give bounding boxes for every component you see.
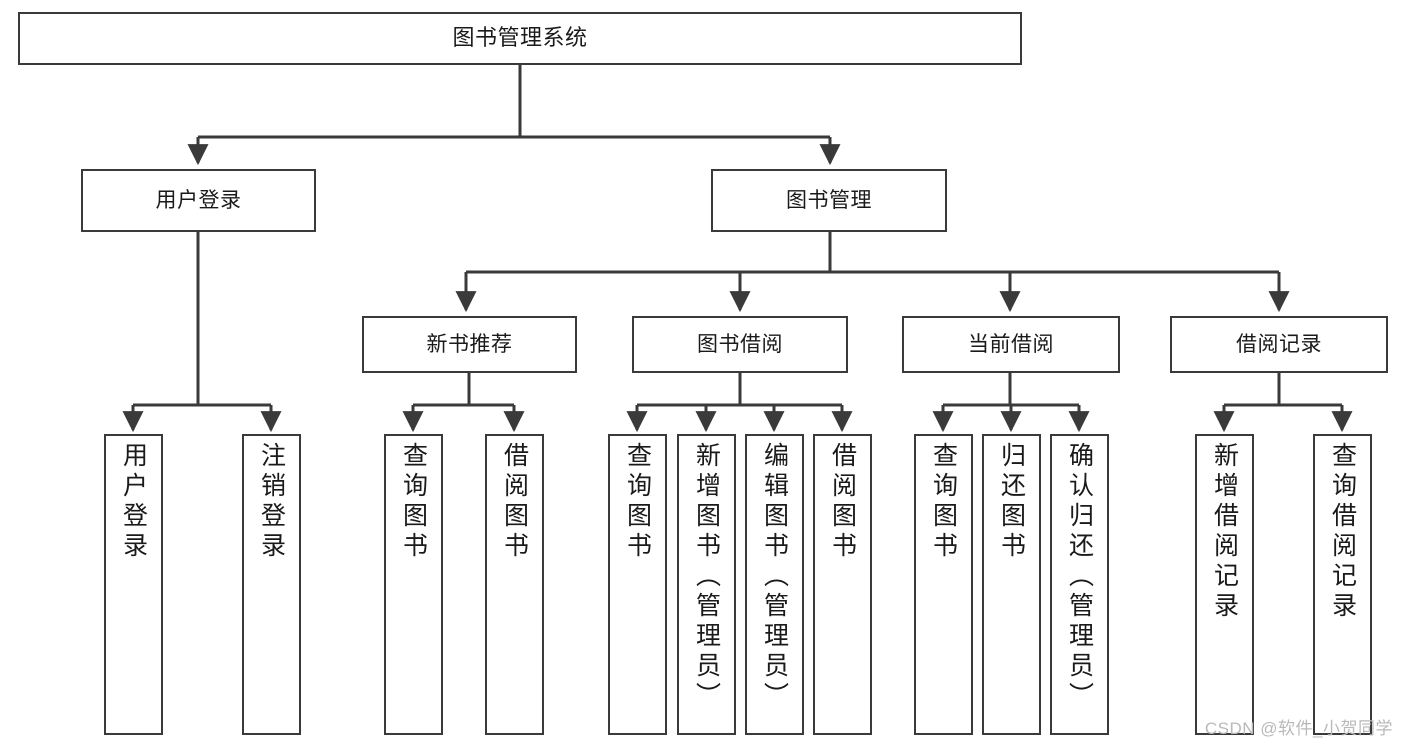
node-label: 图书借阅 <box>697 332 783 356</box>
node-label: 新书推荐 <box>426 332 513 356</box>
node-leaf-user-login[interactable]: 用户登录 <box>104 434 163 735</box>
node-label: 图书管理 <box>786 188 872 212</box>
node-label: 查询借阅记录 <box>1328 442 1357 622</box>
node-label: 借阅图书 <box>828 442 857 562</box>
node-label: 当前借阅 <box>968 332 1054 356</box>
node-leaf-add-book[interactable]: 新增图书（管理员） <box>677 434 736 735</box>
node-label: 用户登录 <box>119 442 148 562</box>
node-borrow-record[interactable]: 借阅记录 <box>1170 316 1388 373</box>
node-label: 新增借阅记录 <box>1210 442 1239 622</box>
node-book-management[interactable]: 图书管理 <box>711 169 947 232</box>
node-label: 查询图书 <box>623 442 652 562</box>
node-leaf-return-book[interactable]: 归还图书 <box>982 434 1041 735</box>
node-label: 注销登录 <box>257 442 286 562</box>
node-leaf-confirm-return[interactable]: 确认归还（管理员） <box>1050 434 1109 735</box>
node-book-borrow[interactable]: 图书借阅 <box>632 316 848 373</box>
node-label: 编辑图书（管理员） <box>760 442 789 712</box>
node-label: 确认归还（管理员） <box>1065 442 1094 712</box>
node-leaf-query-record[interactable]: 查询借阅记录 <box>1313 434 1372 735</box>
node-label: 归还图书 <box>997 442 1026 562</box>
node-label: 借阅记录 <box>1236 332 1322 356</box>
watermark-text: CSDN @软件_小贺同学 <box>1204 719 1393 738</box>
node-leaf-borrow-book-2[interactable]: 借阅图书 <box>813 434 872 735</box>
node-label: 借阅图书 <box>500 442 529 562</box>
node-leaf-query-book-2[interactable]: 查询图书 <box>608 434 667 735</box>
node-label: 用户登录 <box>155 188 242 212</box>
node-leaf-logout-login[interactable]: 注销登录 <box>242 434 301 735</box>
node-leaf-query-book-1[interactable]: 查询图书 <box>384 434 443 735</box>
node-book-management-system[interactable]: 图书管理系统 <box>18 12 1022 65</box>
node-current-borrow[interactable]: 当前借阅 <box>902 316 1120 373</box>
node-leaf-edit-book[interactable]: 编辑图书（管理员） <box>745 434 804 735</box>
node-label: 查询图书 <box>929 442 958 562</box>
node-new-book-recommend[interactable]: 新书推荐 <box>362 316 577 373</box>
node-leaf-query-book-3[interactable]: 查询图书 <box>914 434 973 735</box>
node-leaf-add-record[interactable]: 新增借阅记录 <box>1195 434 1254 735</box>
node-user-login[interactable]: 用户登录 <box>81 169 316 232</box>
node-label: 查询图书 <box>399 442 428 562</box>
node-leaf-borrow-book-1[interactable]: 借阅图书 <box>485 434 544 735</box>
node-label: 新增图书（管理员） <box>692 442 721 712</box>
node-label: 图书管理系统 <box>452 25 588 51</box>
